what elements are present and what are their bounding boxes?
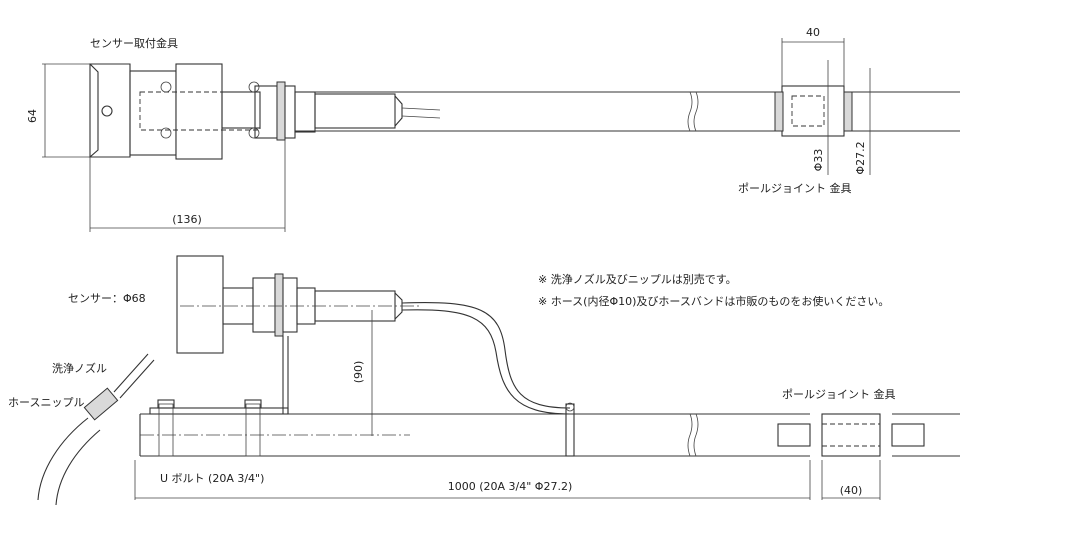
note-1: ※ 洗浄ノズル及びニップルは別売です。 [538,272,737,286]
label-sensor-bracket: センサー取付金具 [90,36,178,50]
bracket-hole [101,105,113,117]
label-hose-nipple: ホースニップル [8,396,84,409]
sensor-flange-side [176,255,224,354]
top-view: 64 (136) 40 Φ33 Φ27.2 センサー取付金具 ポールジョイント … [26,26,960,232]
sensor-flange-top [175,63,223,160]
side-view: (90) [8,255,960,506]
dim-width-40: 40 [806,26,820,39]
label-pole-joint-top: ポールジョイント 金具 [738,181,852,195]
pole-joint-side [821,413,881,457]
label-sensor: センサー：Φ68 [68,292,146,305]
dim-height-64: 64 [26,109,39,123]
dim-length-1000: 1000 (20A 3/4" Φ27.2) [448,480,573,493]
label-pole-joint-bottom: ポールジョイント 金具 [782,387,896,401]
sensor-bracket-plate [88,63,131,158]
label-wash-nozzle: 洗浄ノズル [52,361,107,375]
pole-joint-top [781,85,845,137]
note-2: ※ ホース(内径Φ10)及びホースバンドは市販のものをお使いください。 [538,294,889,308]
label-u-bolt: U ボルト (20A 3/4") [160,472,264,485]
dim-width-136: (136) [172,213,202,226]
dim-dia-33: Φ33 [812,149,825,172]
dim-dia-27-2: Φ27.2 [854,141,867,174]
dim-joint-40: (40) [840,484,863,497]
dim-offset-90: (90) [352,361,365,384]
